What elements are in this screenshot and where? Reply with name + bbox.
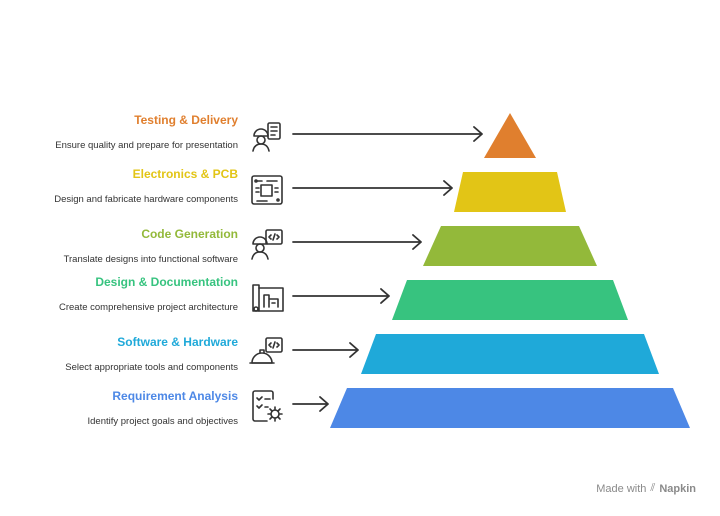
tier-title: Electronics & PCB (132, 167, 238, 181)
pyramid-tier-1 (484, 113, 536, 158)
watermark-prefix: Made with (596, 482, 647, 495)
tier-label-code: Code Generation Translate designs into f… (8, 227, 238, 266)
tier-label-software: Software & Hardware Select appropriate t… (8, 335, 238, 374)
pyramid-tier-3 (423, 226, 597, 266)
connector-arrow-5 (292, 342, 359, 358)
tier-label-requirement: Requirement Analysis Identify project go… (8, 389, 238, 428)
tier-description: Select appropriate tools and components (65, 362, 238, 373)
connector-arrow-6 (292, 396, 329, 412)
watermark: Made with ⫽ Napkin (596, 482, 696, 495)
watermark-brand: Napkin (659, 482, 696, 495)
circuit-board-icon (251, 175, 283, 205)
tier-description: Identify project goals and objectives (87, 416, 238, 427)
blueprint-icon (252, 284, 284, 312)
connector-arrow-3 (292, 234, 422, 250)
checklist-gear-icon (252, 390, 283, 422)
tier-title: Requirement Analysis (112, 389, 238, 403)
tier-title: Testing & Delivery (134, 113, 238, 127)
tier-description: Translate designs into functional softwa… (63, 254, 238, 265)
tier-description: Design and fabricate hardware components (54, 194, 238, 205)
pyramid-tier-5 (361, 334, 659, 374)
tier-description: Create comprehensive project architectur… (58, 302, 238, 313)
tier-label-electronics: Electronics & PCB Design and fabricate h… (8, 167, 238, 206)
connector-arrow-4 (292, 288, 390, 304)
worker-clipboard-icon (252, 122, 281, 152)
connector-arrow-2 (292, 180, 453, 196)
tier-description: Ensure quality and prepare for presentat… (55, 140, 238, 151)
pyramid-tier-2 (454, 172, 566, 212)
tier-title: Design & Documentation (95, 275, 238, 289)
tier-label-testing: Testing & Delivery Ensure quality and pr… (8, 113, 238, 152)
tier-label-design: Design & Documentation Create comprehens… (8, 275, 238, 314)
developer-code-icon (251, 229, 283, 260)
napkin-logo-icon: ⫽ (650, 482, 656, 494)
hardhat-code-icon (249, 337, 283, 364)
pyramid-tier-4 (392, 280, 628, 320)
connector-arrow-1 (292, 126, 483, 142)
tier-title: Software & Hardware (117, 335, 238, 349)
tier-title: Code Generation (141, 227, 238, 241)
pyramid-tier-6 (330, 388, 690, 428)
